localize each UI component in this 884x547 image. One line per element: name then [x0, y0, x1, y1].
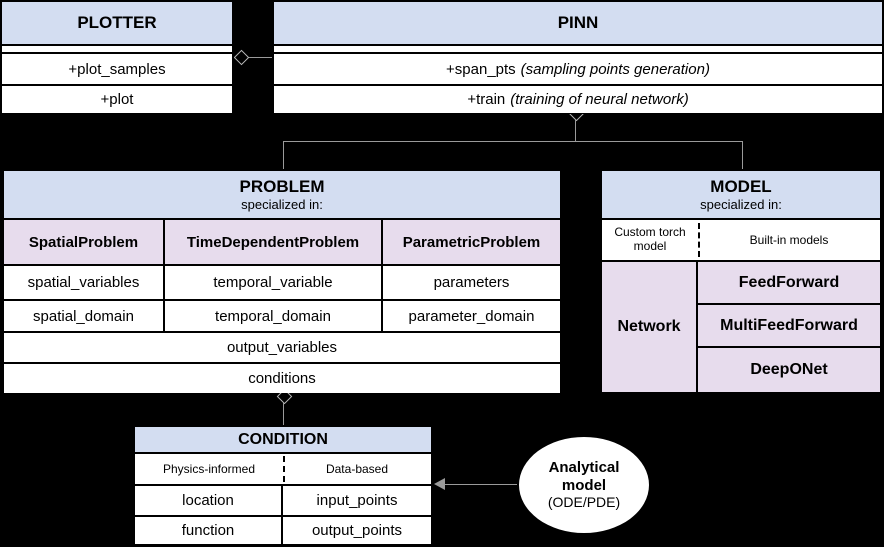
model-builtin-0[interactable]: FeedForward: [698, 262, 880, 305]
model-left-header: Custom torch model: [602, 220, 698, 260]
connector-problem-condition-line: [283, 393, 284, 425]
analytical-line-2: model: [561, 476, 607, 494]
pinn-method-1-note: (training of neural network): [510, 91, 689, 108]
condition-left-header: Physics-informed: [135, 454, 283, 484]
problem-title: PROBLEM: [239, 177, 325, 197]
connector-branch-model: [742, 141, 743, 169]
analytical-line-3: (ODE/PDE): [547, 493, 621, 510]
pinn-method-1[interactable]: +train (training of neural network): [274, 84, 882, 113]
connector-analytical-arrowhead: [434, 478, 445, 490]
problem-attr-0-2[interactable]: parameters: [383, 266, 560, 299]
problem-specialization-row: SpatialProblem TimeDependentProblem Para…: [4, 220, 560, 266]
model-body: Network FeedForward MultiFeedForward Dee…: [602, 262, 880, 392]
problem-header: PROBLEM specialized in:: [4, 171, 560, 220]
condition-cell-0-1[interactable]: input_points: [283, 486, 431, 515]
analytical-model-ellipse[interactable]: Analytical model (ODE/PDE): [517, 435, 651, 535]
condition-header: CONDITION: [135, 427, 431, 454]
plotter-method-0[interactable]: +plot_samples: [2, 54, 232, 84]
connector-pinn-stem: [575, 112, 576, 142]
condition-subheader-divider: [283, 456, 285, 482]
pinn-title: PINN: [557, 13, 599, 33]
connector-split-bar: [283, 141, 743, 142]
problem-shared-row-1[interactable]: conditions: [4, 362, 560, 393]
model-title: MODEL: [710, 177, 772, 197]
problem-attr-1-0[interactable]: spatial_domain: [4, 301, 165, 331]
problem-specialization-0[interactable]: SpatialProblem: [4, 220, 165, 264]
problem-attr-1-1[interactable]: temporal_domain: [165, 301, 383, 331]
connector-plotter-pinn-line: [236, 57, 274, 58]
pinn-method-1-name: +train: [467, 91, 506, 108]
condition-cell-1-1[interactable]: output_points: [283, 517, 431, 544]
condition-cell-1-0[interactable]: function: [135, 517, 283, 544]
model-subheader-divider: [698, 223, 700, 257]
model-right-header: Built-in models: [698, 220, 880, 260]
problem-attr-0-0[interactable]: spatial_variables: [4, 266, 165, 299]
condition-subheader-row: Physics-informed Data-based: [135, 454, 431, 486]
pinn-method-0[interactable]: +span_pts (sampling points generation): [274, 54, 882, 84]
condition-row-0: location input_points: [135, 486, 431, 517]
problem-attribute-row-0: spatial_variables temporal_variable para…: [4, 266, 560, 299]
condition-row-1: function output_points: [135, 517, 431, 544]
problem-specialization-2[interactable]: ParametricProblem: [383, 220, 560, 264]
connector-analytical-condition-line: [440, 484, 525, 485]
pinn-method-0-note: (sampling points generation): [520, 60, 710, 78]
plotter-header: PLOTTER: [2, 2, 232, 46]
model-builtin-2[interactable]: DeepONet: [698, 348, 880, 392]
plotter-class-box[interactable]: PLOTTER +plot_samples +plot: [0, 0, 234, 114]
plotter-method-1[interactable]: +plot: [2, 84, 232, 113]
pinn-method-0-name: +span_pts: [446, 60, 516, 78]
pinn-header: PINN: [274, 2, 882, 46]
connector-plotter-pinn-diamond: [233, 49, 250, 66]
model-subheader-row: Custom torch model Built-in models: [602, 220, 880, 262]
problem-class-box[interactable]: PROBLEM specialized in: SpatialProblem T…: [2, 169, 562, 393]
connector-branch-problem: [283, 141, 284, 169]
condition-cell-0-0[interactable]: location: [135, 486, 283, 515]
problem-specialization-1[interactable]: TimeDependentProblem: [165, 220, 383, 264]
pinn-class-box[interactable]: PINN +span_pts (sampling points generati…: [272, 0, 884, 114]
analytical-line-1: Analytical: [548, 459, 620, 477]
problem-shared-row-0[interactable]: output_variables: [4, 331, 560, 362]
plotter-title: PLOTTER: [77, 13, 157, 33]
model-builtin-1[interactable]: MultiFeedForward: [698, 305, 880, 348]
model-class-box[interactable]: MODEL specialized in: Custom torch model…: [600, 169, 882, 393]
condition-class-box[interactable]: CONDITION Physics-informed Data-based lo…: [133, 425, 433, 544]
problem-subtitle: specialized in:: [241, 197, 323, 213]
condition-title: CONDITION: [238, 430, 328, 448]
condition-right-header: Data-based: [283, 454, 431, 484]
problem-attr-0-1[interactable]: temporal_variable: [165, 266, 383, 299]
problem-attr-1-2[interactable]: parameter_domain: [383, 301, 560, 331]
model-header: MODEL specialized in:: [602, 171, 880, 220]
problem-attribute-row-1: spatial_domain temporal_domain parameter…: [4, 299, 560, 331]
model-subtitle: specialized in:: [700, 197, 782, 213]
model-network-cell[interactable]: Network: [602, 262, 698, 392]
